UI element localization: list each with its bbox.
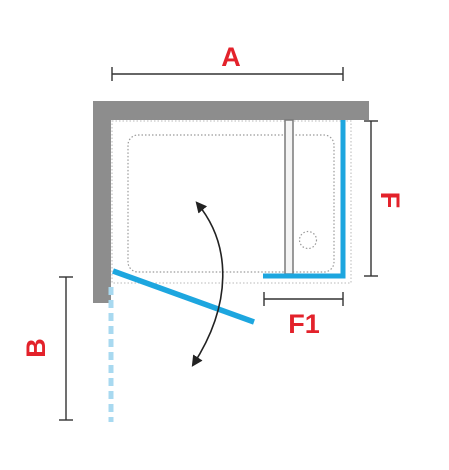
dimension-label-f: F [375, 192, 405, 209]
dimension-f1: F1 [263, 292, 344, 339]
dimension-label-f1: F1 [288, 309, 320, 339]
dimension-label-b: B [21, 338, 51, 358]
shower-tray-outline [127, 134, 335, 273]
fixed-inner-panel [284, 119, 294, 275]
drain-icon [298, 230, 318, 250]
fixed-side-glass-panel [263, 120, 346, 279]
pivot-door-glass [112, 268, 255, 325]
door-swing-arrow [191, 201, 224, 367]
dimension-a: A [111, 42, 344, 81]
floor-area-outline [111, 120, 352, 284]
dimension-f: F [364, 120, 405, 277]
wall [93, 101, 369, 303]
dimension-label-a: A [221, 42, 241, 72]
dimension-b: B [21, 276, 73, 421]
